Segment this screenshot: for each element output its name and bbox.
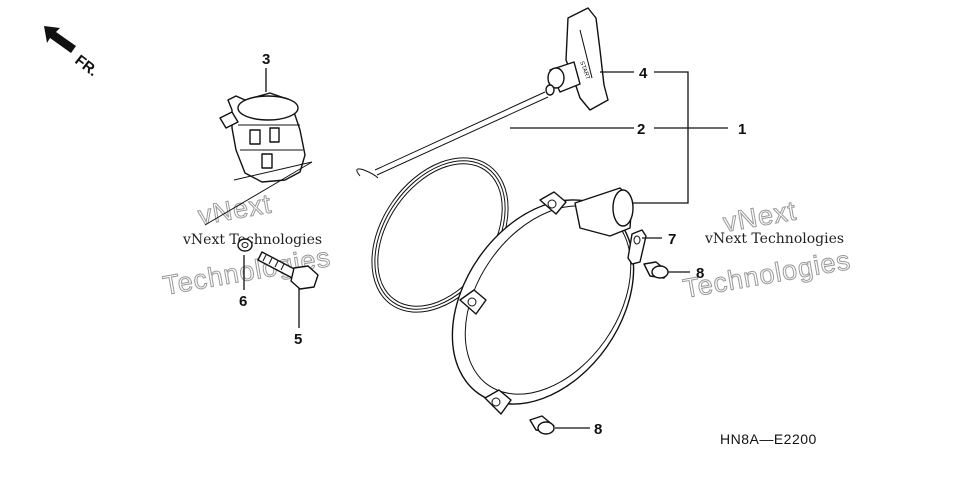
washer-part [237,238,253,252]
setting-bolt-part [257,251,319,290]
watermark-big-line2: Technologies [681,245,853,304]
rope-end-knot [545,84,555,96]
diagram-code: HN8A—E2200 [720,431,817,447]
starter-grip-part: START [547,7,609,111]
callout-5: 5 [294,331,302,348]
watermark-big-line1: vNext [196,189,274,231]
watermark-right: vNext Technologies vNext Technologies [680,195,853,304]
callout-1: 1 [738,121,746,138]
callout-2: 2 [637,121,645,138]
callout-8-upper: 8 [696,265,704,282]
flange-bolt-part-upper [643,261,669,279]
callout-4: 4 [639,65,648,82]
watermark-small: vNext Technologies [182,232,322,248]
callout-6: 6 [239,293,247,310]
starter-pulley-part [219,92,306,183]
pulley-axis-line [204,161,313,226]
watermark-small: vNext Technologies [704,231,844,247]
leader-lines [243,68,728,429]
pulley-leader-line [233,161,313,181]
recoil-starter-housing-part [451,187,635,415]
flange-bolt-part-lower [529,415,555,435]
callout-3: 3 [262,51,270,68]
callout-8-lower: 8 [594,421,602,438]
direction-label: FR. [72,52,102,80]
front-direction-arrow-icon [44,26,76,53]
cable-clip-part [627,229,647,265]
callout-7: 7 [668,231,676,248]
